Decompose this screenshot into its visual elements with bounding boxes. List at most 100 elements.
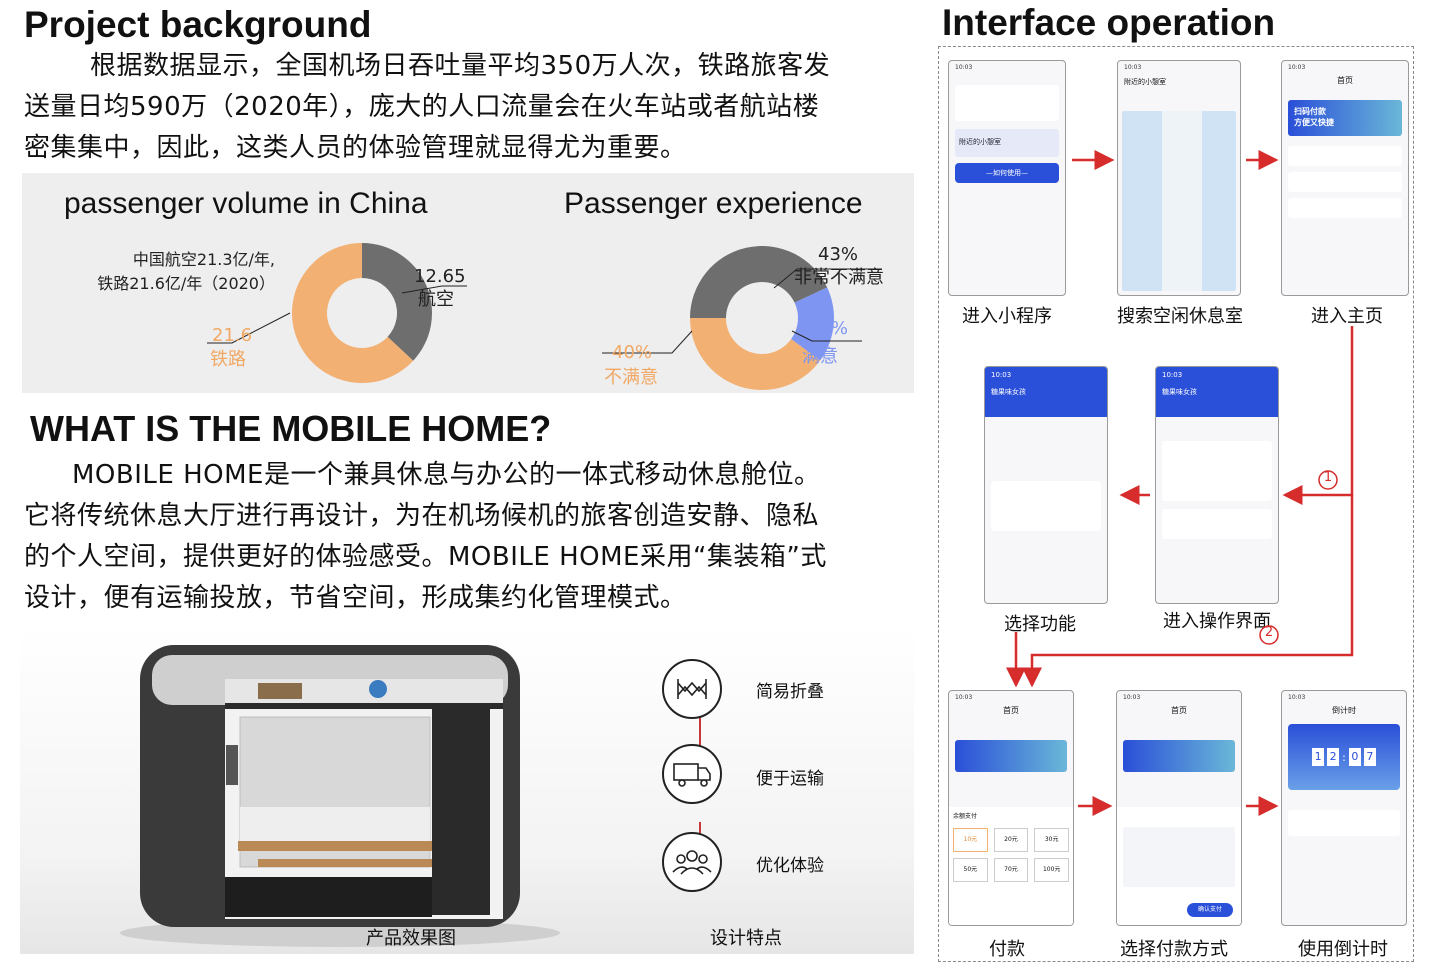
- mobile-home-title: WHAT IS THE MOBILE HOME?: [30, 408, 552, 449]
- phone-countdown: 10:03 倒计时 1 2 : 0 7: [1281, 690, 1407, 926]
- paragraph-line: 密集集中，因此，这类人员的体验管理就显得尤为重要。: [24, 133, 687, 163]
- leader-line: [401, 285, 467, 294]
- phone-home: 10:03 首页 扫码付款 方便又快捷: [1281, 60, 1409, 296]
- step-marker: [1259, 625, 1279, 645]
- nearby-label: 附近的小憩室: [955, 129, 1059, 157]
- flow-arrow: [1022, 495, 1354, 688]
- slice-label-unsatisfied: 不满意: [604, 367, 658, 388]
- scan-pay-banner: [955, 740, 1067, 772]
- step-caption: 使用倒计时: [1298, 939, 1388, 960]
- service-grid[interactable]: [1162, 441, 1272, 501]
- step-caption: 搜索空闲休息室: [1117, 306, 1243, 327]
- slice-label-very-unsatisfied: 非常不满意: [794, 267, 884, 288]
- help-icons-row[interactable]: [1288, 810, 1400, 836]
- step-marker-label: 2: [1264, 625, 1274, 640]
- slice-value-aviation: 12.65: [414, 266, 466, 287]
- donut-volume: [292, 243, 433, 383]
- paragraph-line: 的个人空间，提供更好的体验感受。MOBILE HOME采用“集装箱”式: [24, 542, 827, 572]
- volume-annotation: 中国航空21.3亿/年, 铁路21.6亿/年（2020）: [70, 248, 275, 296]
- amount-option[interactable]: 20元: [993, 828, 1029, 852]
- feature-label-fold: 简易折叠: [756, 682, 824, 702]
- status-time: 10:03: [1123, 694, 1141, 701]
- status-time: 10:03: [1288, 64, 1306, 71]
- phone-payment-method: 10:03 首页 确认支付: [1116, 690, 1242, 926]
- countdown-colon: :: [1342, 750, 1346, 764]
- slice-label-aviation: 航空: [418, 289, 454, 310]
- interface-operation-title: Interface operation: [942, 2, 1276, 43]
- amount-option[interactable]: 100元: [1034, 858, 1069, 882]
- feature-label-transport: 便于运输: [756, 769, 824, 789]
- feature-label-experience: 优化体验: [756, 856, 824, 876]
- profile-header: 10:03 糖果味女孩: [985, 367, 1107, 417]
- countdown-timer: 1 2 : 0 7: [1288, 724, 1400, 790]
- method-list[interactable]: [1123, 827, 1235, 887]
- chart-title-experience: Passenger experience: [564, 187, 863, 220]
- confirm-pay-button[interactable]: 确认支付: [1187, 903, 1233, 917]
- paragraph-line: 根据数据显示，全国机场日吞吐量平均350万人次，铁路旅客发: [90, 51, 831, 81]
- step-marker-label: 1: [1323, 470, 1333, 485]
- fold-icon: [662, 659, 722, 719]
- plan-card[interactable]: [1288, 172, 1402, 192]
- paragraph-line: 设计，便有运输投放，节省空间，形成集约化管理模式。: [24, 583, 687, 613]
- product-panel: 产品效果图 简易折叠 便于运输 优化体验 设计特点: [20, 627, 914, 954]
- leader-line: [207, 312, 291, 344]
- phone-payment: 10:03 首页 余额支付 10元 20元 30元 50元 70元 100元: [948, 690, 1074, 926]
- status-time: 10:03: [955, 64, 973, 71]
- donut-slice: [791, 287, 834, 361]
- step-caption: 进入操作界面: [1163, 611, 1271, 632]
- plan-card[interactable]: [1288, 146, 1402, 166]
- step-caption: 付款: [989, 939, 1025, 960]
- plan-card[interactable]: [1288, 198, 1402, 218]
- scan-pay-banner[interactable]: 扫码付款 方便又快捷: [1288, 100, 1402, 136]
- features-caption: 设计特点: [710, 928, 782, 949]
- map-view[interactable]: [1122, 111, 1236, 291]
- countdown-title: 倒计时: [1332, 706, 1356, 715]
- amount-option[interactable]: 70元: [993, 858, 1029, 882]
- countdown-digit: 7: [1363, 748, 1376, 766]
- home-title: 首页: [1337, 76, 1353, 85]
- recommend-card[interactable]: [991, 481, 1101, 531]
- step-caption: 进入小程序: [962, 306, 1052, 327]
- how-to-use-button[interactable]: —如何使用—: [955, 163, 1059, 183]
- slice-value-rail: 21.6: [212, 325, 253, 346]
- annotation-line: 铁路21.6亿/年（2020）: [97, 274, 275, 293]
- map-road: [1162, 111, 1202, 291]
- user-name: 糖果味女孩: [991, 388, 1026, 396]
- step-caption: 选择功能: [1004, 614, 1076, 635]
- slice-value-very-unsatisfied: 43%: [818, 244, 859, 265]
- paragraph-line: 送量日均590万（2020年），庞大的人口流量会在火车站或者航站楼: [24, 92, 820, 122]
- slice-label-rail: 铁路: [210, 349, 246, 370]
- donut-charts: [207, 243, 882, 391]
- home-title: 首页: [1171, 706, 1187, 715]
- annotation-line: 中国航空21.3亿/年,: [132, 250, 275, 269]
- donut-slice: [690, 246, 828, 318]
- scan-pay-banner: [1123, 740, 1235, 772]
- amount-option[interactable]: 50元: [953, 858, 988, 882]
- phone-search-room: 10:03 附近的小憩室: [1117, 60, 1241, 296]
- product-caption: 产品效果图: [366, 928, 456, 949]
- donut-slice: [362, 243, 433, 361]
- personal-service[interactable]: [1162, 509, 1272, 539]
- step-marker: [1318, 470, 1338, 490]
- pay-sheet: 余额支付 10元 20元 30元 50元 70元 100元: [949, 807, 1073, 925]
- chart-title-volume: passenger volume in China: [64, 187, 428, 220]
- phone-select-function: 10:03 糖果味女孩: [984, 366, 1108, 604]
- paragraph-line: MOBILE HOME是一个兼具休息与办公的一体式移动休息舱位。: [72, 460, 821, 490]
- phone-mini-program: 10:03 附近的小憩室 —如何使用—: [948, 60, 1066, 296]
- amount-option[interactable]: 10元: [953, 828, 988, 852]
- status-time: 10:03: [991, 371, 1012, 379]
- donut-experience: [690, 246, 834, 391]
- operation-frame: [938, 46, 1414, 962]
- product-render-illustration: [120, 645, 560, 947]
- slice-label-satisfied: 满意: [802, 346, 838, 367]
- amount-option[interactable]: 30元: [1034, 828, 1069, 852]
- pay-sheet-title: 余额支付: [953, 813, 978, 820]
- project-background-title: Project background: [24, 4, 372, 45]
- status-time: 10:03: [1124, 64, 1142, 71]
- entry-card: [955, 85, 1059, 121]
- step-caption: 选择付款方式: [1120, 939, 1228, 960]
- countdown-digit: 2: [1327, 748, 1340, 766]
